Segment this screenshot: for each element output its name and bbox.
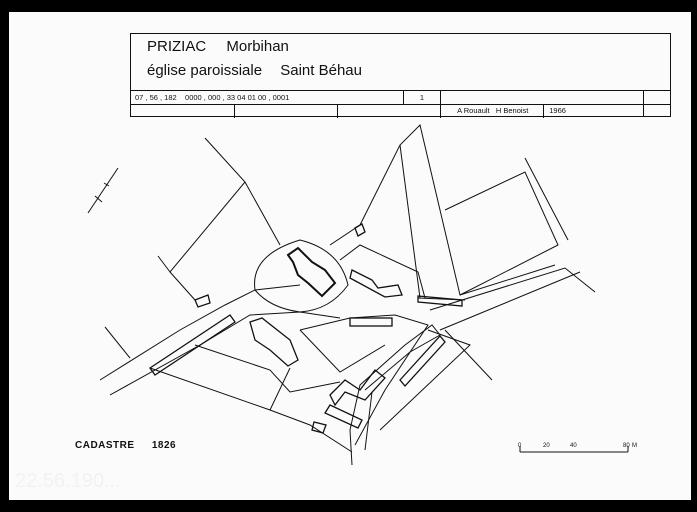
authors: A Rouault H Benoist: [457, 106, 529, 115]
title-line-1: PRIZIAC Morbihan: [147, 38, 305, 55]
scale-tick-0: 0: [518, 443, 522, 449]
scale-tick-20: 20: [543, 443, 550, 449]
church-footprint: [286, 246, 337, 298]
parcel-lines: [99, 124, 596, 466]
commune: PRIZIAC: [147, 38, 207, 55]
source-label: CADASTRE: [75, 440, 135, 451]
right-column: [643, 90, 670, 116]
scale-tick-80: 80: [623, 443, 630, 449]
scale-bar: [519, 446, 629, 453]
scale-unit: M: [632, 443, 637, 449]
scale-tick-40: 40: [570, 443, 577, 449]
document-sheet: [9, 12, 691, 500]
source-year: 1826: [151, 440, 177, 451]
north-arrow: [87, 167, 119, 214]
buildings: [149, 223, 463, 434]
source-caption: CADASTRE 1826: [75, 440, 190, 451]
building-type: église paroissiale: [147, 62, 263, 79]
sheet-number: 1: [404, 91, 441, 105]
title-line-2: église paroissiale Saint Béhau: [147, 62, 376, 79]
department: Morbihan: [226, 38, 289, 55]
empty-row: [131, 104, 670, 118]
title-block: PRIZIAC Morbihan église paroissiale Sain…: [130, 33, 671, 118]
building-name: Saint Béhau: [280, 62, 362, 79]
watermark: 22.56.190...: [15, 470, 121, 492]
scale-labels: 0 20 40 80 M: [516, 443, 646, 457]
code-row: 07 , 56 , 182 0000 , 000 , 33 04 01 00 ,…: [131, 90, 670, 115]
authors-cell: A Rouault H Benoist 1966: [441, 91, 646, 115]
reference-code: 07 , 56 , 182 0000 , 000 , 33 04 01 00 ,…: [131, 91, 404, 105]
year: 1966: [549, 106, 566, 115]
